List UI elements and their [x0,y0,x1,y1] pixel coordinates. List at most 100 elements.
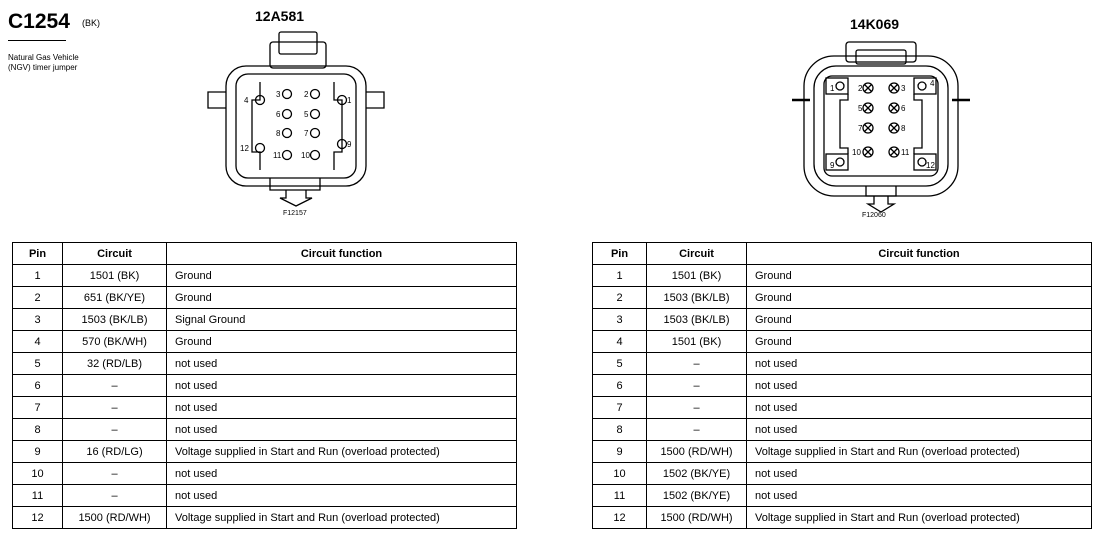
function-cell: Ground [166,264,517,287]
right-pin-label-9: 9 [830,161,835,170]
right-latch-inner [855,49,907,65]
pin-cell: 9 [592,440,647,463]
left-pin-label-4: 4 [244,96,249,105]
pin-cell: 2 [12,286,63,309]
left-body-inner [235,73,357,179]
left-terminal-11 [281,149,293,161]
left-terminal-6 [281,108,293,120]
function-cell: Ground [166,286,517,309]
left-terminal-3 [281,88,293,100]
right-cell-1 [825,77,849,95]
pin-cell: 4 [12,330,63,353]
circuit-cell: – [646,374,747,397]
circuit-cell: – [62,396,167,419]
left-pin-label-12: 12 [240,144,249,153]
pin-cell: 3 [12,308,63,331]
circuit-cell: 1503 (BK/LB) [646,286,747,309]
function-cell: Ground [746,286,1092,309]
table-row: 8–not used [592,418,1092,441]
pin-cell: 9 [12,440,63,463]
table-row: 11–not used [12,484,517,507]
table-row: 7–not used [12,396,517,419]
right-terminal-10 [862,146,874,158]
left-pin-label-5: 5 [304,110,309,119]
circuit-cell: – [646,352,747,375]
circuit-cell: – [62,418,167,441]
left-terminal-7 [309,127,321,139]
table-row: 10–not used [12,462,517,485]
circuit-cell: 1501 (BK) [646,264,747,287]
left-pin-label-8: 8 [276,129,281,138]
right-pin-label-1: 1 [830,84,835,93]
circuit-cell: 1500 (RD/WH) [646,440,747,463]
right-cell-12 [913,153,937,171]
left-terminal-1 [336,94,348,106]
right-terminal-8 [888,122,900,134]
left-terminal-9 [336,138,348,150]
function-cell: Ground [746,330,1092,353]
left-pin-label-3: 3 [276,90,281,99]
right-key-left [839,94,849,154]
description-line-2: (NGV) timer jumper [8,63,78,72]
right-terminals [835,81,927,167]
pin-cell: 10 [592,462,647,485]
table-row: 8–not used [12,418,517,441]
table-row: 6–not used [12,374,517,397]
connector-description: Natural Gas Vehicle (NGV) timer jumper [8,53,79,73]
right-latch-outer [845,41,917,63]
function-cell: not used [166,462,517,485]
right-terminal-3 [888,82,900,94]
function-cell: not used [166,396,517,419]
function-cell: Ground [166,330,517,353]
right-lock-arrow [865,196,897,213]
right-lock-tab [865,186,897,197]
right-terminal-11 [888,146,900,158]
circuit-cell: – [62,374,167,397]
circuit-cell: 570 (BK/WH) [62,330,167,353]
pin-cell: 8 [12,418,63,441]
header-function: Circuit function [166,242,517,265]
right-pin-label-6: 6 [901,104,906,113]
circuit-cell: 1503 (BK/LB) [646,308,747,331]
circuit-cell: 1500 (RD/WH) [646,506,747,529]
circuit-cell: 1502 (BK/YE) [646,484,747,507]
pin-cell: 1 [592,264,647,287]
connector-code: C1254 [8,10,70,33]
left-latch-inner [278,31,318,55]
header-pin: Pin [12,242,63,265]
right-body-mid [813,65,949,187]
left-terminal-10 [309,149,321,161]
pin-cell: 11 [12,484,63,507]
circuit-cell: 1501 (BK) [62,264,167,287]
function-cell: Ground [746,308,1092,331]
left-connector-part-number: 12A581 [255,8,305,24]
right-cell-4 [913,77,937,95]
left-body-outer [225,65,367,187]
right-pin-label-12: 12 [926,161,935,170]
circuit-cell: – [62,484,167,507]
left-lock-tab [269,178,321,191]
pin-cell: 7 [12,396,63,419]
right-terminal-9 [835,157,845,167]
left-pin-label-7: 7 [304,129,309,138]
pin-cell: 5 [592,352,647,375]
right-pin-label-5: 5 [858,104,863,113]
left-latch-outer [269,41,327,69]
right-pin-label-8: 8 [901,124,906,133]
right-terminal-12 [917,157,927,167]
right-terminal-2 [862,82,874,94]
right-pin-label-10: 10 [852,148,861,157]
circuit-cell: 32 (RD/LB) [62,352,167,375]
right-terminal-4 [917,81,927,91]
description-line-1: Natural Gas Vehicle [8,53,79,62]
pin-cell: 12 [592,506,647,529]
function-cell: Voltage supplied in Start and Run (overl… [746,506,1092,529]
right-body-inner [823,75,939,177]
